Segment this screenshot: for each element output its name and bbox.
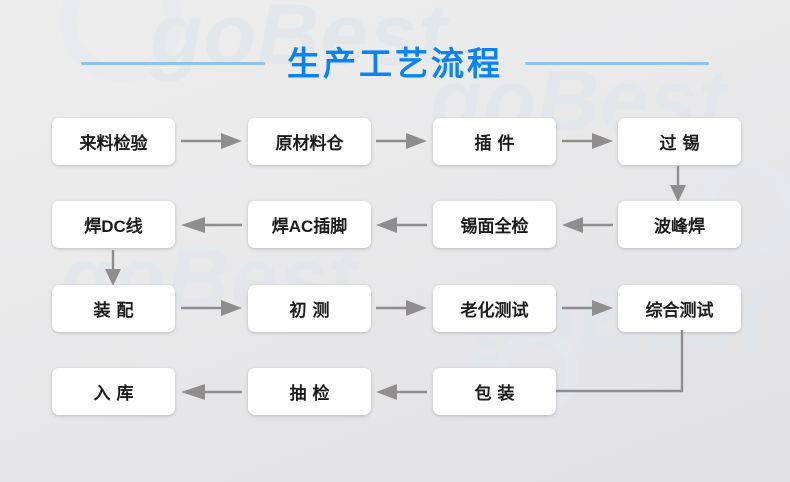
arrow-packing-to-sampling (376, 382, 427, 402)
flow-node-aging-test[interactable]: 老化测试 (433, 285, 556, 332)
arrow-warehouse-to-insert (376, 131, 427, 151)
arrow-sampling-to-storage (181, 382, 242, 402)
arrow-wave-solder-to-tin-check (562, 215, 613, 235)
page-title-bar: 生产工艺流程 (0, 38, 790, 88)
flow-node-insertion[interactable]: 插件 (433, 118, 556, 165)
flow-node-warehousing[interactable]: 入库 (52, 368, 175, 415)
arrow-ac-pin-to-dc-wire (181, 215, 242, 235)
arrow-inspect-to-warehouse (181, 131, 242, 151)
node-label: 锡面全检 (460, 217, 529, 236)
arrow-assembly-to-first-test (181, 298, 242, 318)
node-label: 装配 (93, 301, 140, 320)
page-title: 生产工艺流程 (287, 44, 503, 82)
flow-node-packing[interactable]: 包装 (433, 368, 556, 415)
flow-node-dc-wire-soldering[interactable]: 焊DC线 (52, 201, 175, 248)
node-label: 过锡 (659, 134, 706, 153)
flow-node-first-test[interactable]: 初测 (248, 285, 371, 332)
node-label: 综合测试 (645, 301, 714, 320)
flow-node-tin-surface-inspection[interactable]: 锡面全检 (433, 201, 556, 248)
title-rule-right (525, 61, 709, 65)
arrow-first-test-to-aging (376, 298, 427, 318)
flow-node-comprehensive-test[interactable]: 综合测试 (618, 285, 741, 332)
node-label: 焊DC线 (84, 217, 143, 236)
arrow-insert-to-tin (562, 131, 613, 151)
flow-node-sampling-inspection[interactable]: 抽检 (248, 368, 371, 415)
arrow-aging-to-final-test (562, 298, 613, 318)
node-label: 老化测试 (460, 301, 529, 320)
node-label: 来料检验 (79, 134, 148, 153)
arrow-tin-to-wave-solder (668, 166, 688, 202)
title-rule-left (81, 61, 265, 65)
flow-node-ac-pin-soldering[interactable]: 焊AC插脚 (248, 201, 371, 248)
node-label: 抽检 (289, 384, 336, 403)
node-label: 入库 (93, 384, 140, 403)
node-label: 原材料仓 (275, 134, 344, 153)
node-label: 插件 (474, 134, 521, 153)
flow-node-assembly[interactable]: 装配 (52, 285, 175, 332)
flow-node-incoming-inspection[interactable]: 来料检验 (52, 118, 175, 165)
node-label: 初测 (289, 301, 336, 320)
flow-node-tinning[interactable]: 过锡 (618, 118, 741, 165)
node-label: 波峰焊 (654, 217, 705, 236)
flow-node-raw-material-warehouse[interactable]: 原材料仓 (248, 118, 371, 165)
flow-node-wave-soldering[interactable]: 波峰焊 (618, 201, 741, 248)
node-label: 包装 (474, 384, 521, 403)
arrow-dc-wire-to-assembly (103, 250, 123, 286)
node-label: 焊AC插脚 (271, 217, 348, 236)
arrow-tin-check-to-ac-pin (376, 215, 427, 235)
